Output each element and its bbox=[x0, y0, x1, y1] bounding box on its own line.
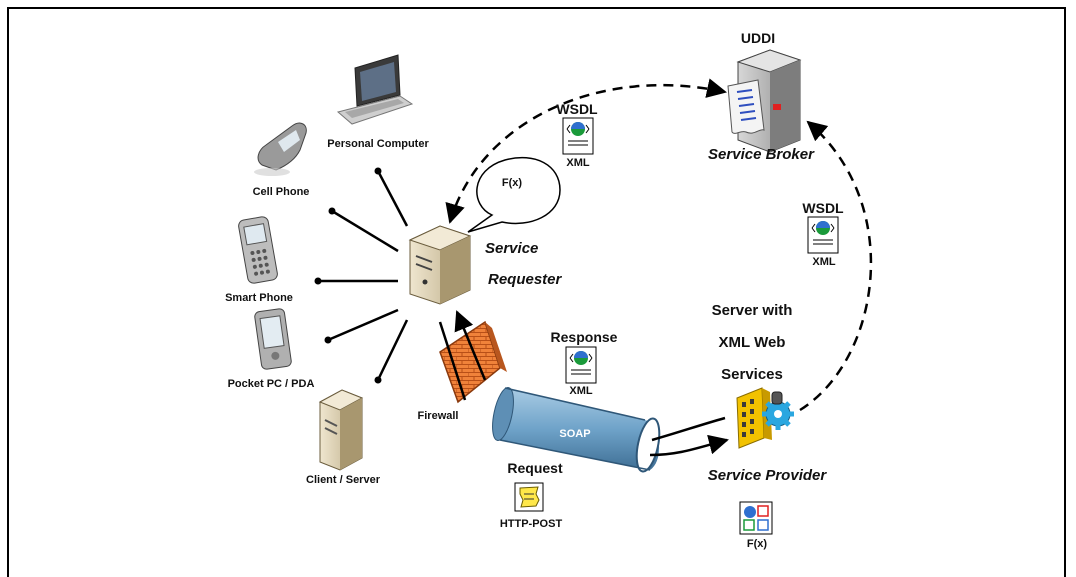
provider-building-icon bbox=[736, 387, 772, 449]
requester-server-icon bbox=[408, 225, 472, 305]
fx-bubble-label: F(x) bbox=[501, 177, 523, 189]
firewall-label: Firewall bbox=[417, 410, 459, 422]
client-server-label: Client / Server bbox=[306, 474, 380, 486]
arrow-request-from-requester bbox=[438, 321, 467, 401]
wsdl-top-sub: XML bbox=[566, 157, 590, 169]
service-broker-label: Service Broker bbox=[708, 146, 814, 163]
service-provider-label: Service Provider bbox=[707, 467, 827, 484]
laptop-icon bbox=[336, 54, 414, 125]
wsdl-right-title: WSDL bbox=[802, 200, 844, 216]
firewall-icon bbox=[439, 320, 507, 404]
response-title: Response bbox=[550, 329, 618, 345]
service-requester-line1: Service bbox=[485, 240, 539, 257]
request-sub: HTTP-POST bbox=[499, 518, 563, 530]
pocket-pc-label: Pocket PC / PDA bbox=[227, 378, 315, 390]
provider-fx-icon bbox=[739, 501, 773, 535]
provider-line2: XML Web bbox=[718, 334, 786, 351]
service-requester-line2: Requester bbox=[488, 271, 562, 288]
request-note-icon bbox=[514, 482, 544, 512]
request-title: Request bbox=[507, 460, 563, 476]
arc-provider-to-broker bbox=[799, 120, 873, 412]
diagram-canvas bbox=[238, 49, 873, 535]
arrow-to-provider bbox=[649, 434, 729, 457]
provider-line1: Server with bbox=[711, 302, 793, 319]
client-server-icon bbox=[318, 389, 364, 471]
diagram-frame bbox=[7, 7, 1066, 577]
cell-phone-icon bbox=[254, 122, 307, 176]
uddi-document-icon bbox=[727, 79, 765, 134]
provider-line3: Services bbox=[721, 366, 783, 383]
personal-computer-label: Personal Computer bbox=[327, 138, 429, 150]
response-sub: XML bbox=[569, 385, 593, 397]
wsdl-top-title: WSDL bbox=[556, 101, 598, 117]
arc-requester-to-broker bbox=[445, 78, 727, 224]
wsdl-top-doc-icon bbox=[562, 117, 594, 155]
smart-phone-icon bbox=[238, 216, 278, 284]
provider-fx-label: F(x) bbox=[746, 538, 768, 550]
soa-diagram: Personal Computer Cell Phone Smart Phone… bbox=[7, 7, 1066, 577]
response-doc-icon bbox=[565, 346, 597, 384]
pocket-pc-icon bbox=[254, 308, 292, 370]
uddi-label: UDDI bbox=[740, 30, 776, 46]
device-connections bbox=[318, 170, 409, 381]
device-connection-dots bbox=[314, 167, 382, 384]
cell-phone-label: Cell Phone bbox=[252, 186, 310, 198]
soap-label: SOAP bbox=[559, 428, 591, 440]
soap-pipe-icon bbox=[492, 387, 661, 473]
wsdl-right-sub: XML bbox=[812, 256, 836, 268]
arrow-response-to-requester bbox=[454, 310, 487, 381]
wsdl-right-doc-icon bbox=[807, 216, 839, 254]
smart-phone-label: Smart Phone bbox=[225, 292, 293, 304]
provider-gear-icon bbox=[762, 391, 794, 430]
line-from-provider bbox=[651, 416, 726, 442]
fx-bubble bbox=[467, 156, 561, 233]
